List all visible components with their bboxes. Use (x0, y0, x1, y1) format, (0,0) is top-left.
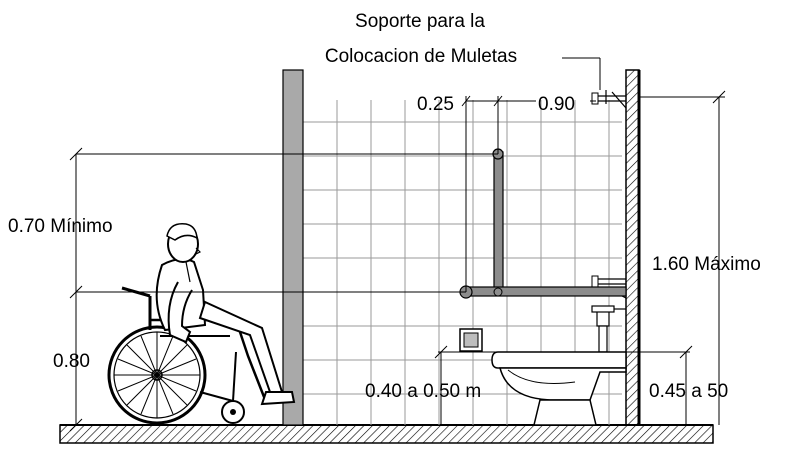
dim-040-line (434, 345, 498, 425)
crutch-leader-line (562, 57, 601, 90)
dim-040-050-label: 0.40 a 0.50 m (365, 381, 481, 402)
right-wall (625, 69, 641, 426)
partition-wall (282, 69, 304, 426)
dim-090-label: 0.90 (538, 94, 575, 115)
flush-valve (591, 305, 626, 353)
wheelchair-user-icon (107, 223, 296, 425)
dim-top-line (461, 95, 596, 292)
crutch-support-label-line1: Soporte para la (355, 11, 485, 32)
flush-button-plate (459, 328, 483, 352)
dim-045-line (626, 345, 693, 425)
dim-080-label: 0.80 (53, 351, 90, 372)
dim-025-label: 0.25 (417, 94, 454, 115)
dim-160-maximo-label: 1.60 Máximo (652, 254, 761, 275)
floor (59, 424, 714, 444)
toilet-icon (491, 351, 627, 426)
dim-045-50-label: 0.45 a 50 (649, 381, 728, 402)
dim-070-minimo-label: 0.70 Mínimo (8, 216, 113, 237)
dim-160-line (639, 90, 726, 425)
dim-070-line (69, 147, 498, 292)
grab-bar-icon (459, 148, 627, 299)
dim-080-line (69, 285, 466, 432)
crutch-support-label-line2: Colocacion de Muletas (325, 46, 517, 67)
